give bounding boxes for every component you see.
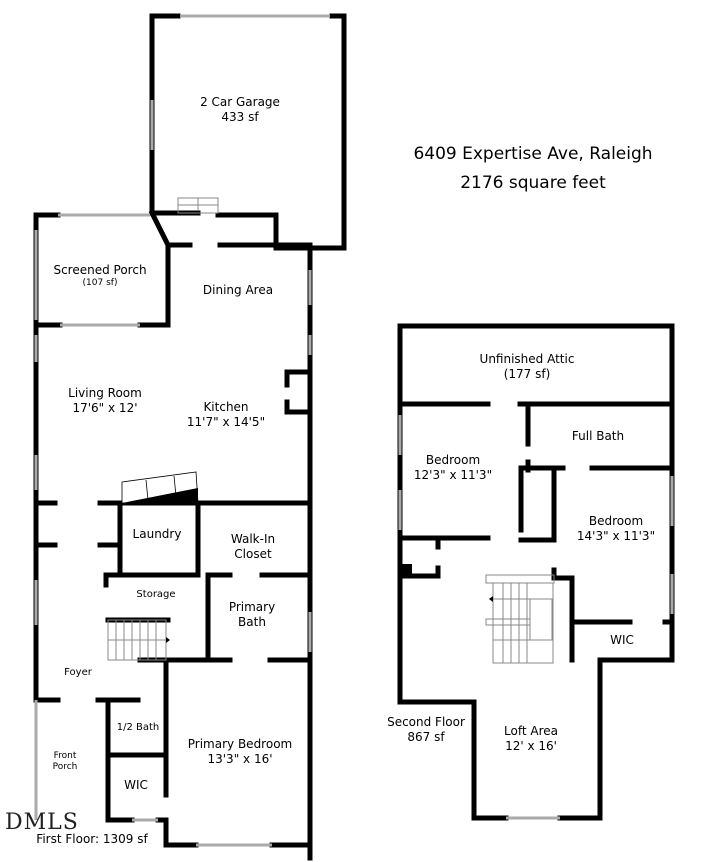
second-floor-outer-wall — [397, 323, 675, 821]
total-square-feet: 2176 square feet — [460, 173, 606, 193]
stairs-first-floor — [107, 619, 167, 661]
room-second-floor-wic: WIC — [610, 633, 634, 647]
garage-wall-left — [149, 13, 181, 216]
room-unfinished-attic: Unfinished Attic(177 sf) — [479, 352, 575, 381]
property-address: 6409 Expertise Ave, Raleigh — [413, 144, 653, 164]
room-dining-area: Dining Area — [202, 283, 274, 297]
room-first-floor-wic: WIC — [124, 778, 148, 792]
room-full-bath: Full Bath — [571, 429, 625, 443]
fireplace-icon — [121, 471, 199, 504]
first-floor-east-wall — [217, 242, 313, 861]
stairs-second-floor — [485, 574, 555, 664]
room-screened-porch: Screened Porch(107 sf) — [53, 263, 147, 288]
room-half-bath: 1/2 Bath — [116, 722, 160, 733]
listing-header: 6409 Expertise Ave, Raleigh 2176 square … — [413, 140, 652, 198]
room-foyer: Foyer — [64, 667, 92, 678]
first-floor-area-label: First Floor: 1309 sf — [36, 832, 148, 846]
room-laundry: Laundry — [132, 527, 182, 541]
dmls-watermark-logo: DMLS — [5, 810, 79, 835]
room-storage: Storage — [136, 589, 176, 600]
